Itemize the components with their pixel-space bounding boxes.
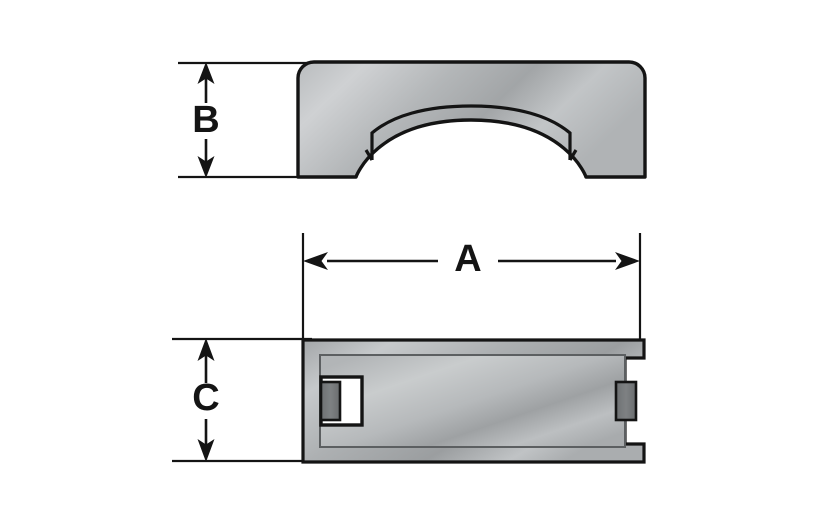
dim-b-arrowhead-bottom (197, 156, 215, 178)
dimension-a: A (301, 233, 642, 348)
front-view-arch-notch-right (568, 149, 578, 161)
front-view-arch-relief (370, 104, 572, 160)
front-view (296, 60, 647, 179)
front-view-arch-notch-left (364, 149, 374, 161)
dim-a-arrowhead-right (615, 252, 640, 270)
plan-view-inner-panel (319, 354, 626, 448)
dimension-b: B (178, 61, 312, 179)
dim-c-arrowhead-bottom (197, 439, 215, 462)
dimension-c: C (172, 337, 312, 463)
dim-a-arrowhead-left (303, 252, 328, 270)
dim-a-label: A (454, 238, 481, 280)
dim-b-label: B (192, 99, 219, 141)
plan-view-right-slot (614, 380, 638, 422)
front-view-body (296, 60, 647, 179)
dim-c-arrowhead-top (197, 338, 215, 361)
dim-b-arrowhead-top (197, 62, 215, 84)
dim-c-label: C (192, 377, 219, 419)
plan-view-left-slot (319, 380, 342, 422)
plan-view (301, 338, 646, 464)
